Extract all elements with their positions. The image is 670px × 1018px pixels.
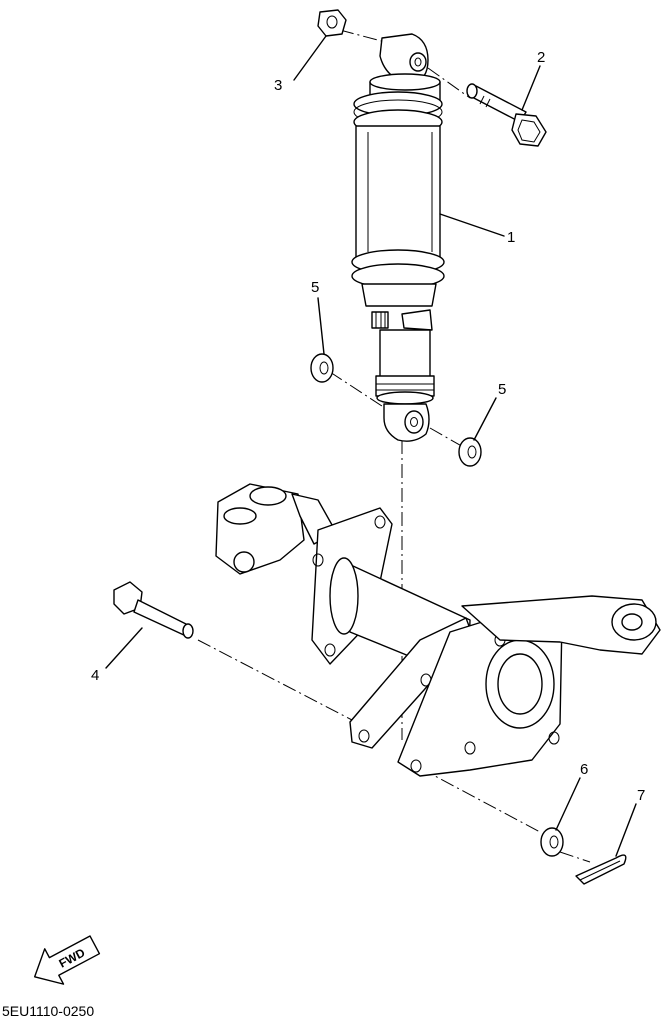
callout-1: 1 xyxy=(507,229,515,246)
callout-5-upper: 5 xyxy=(311,279,319,296)
diagram-code: 5EU1110-0250 xyxy=(2,1003,94,1018)
callout-5-lower: 5 xyxy=(498,381,506,398)
lower-mount-bolt xyxy=(113,581,194,639)
washer-lower-right xyxy=(458,437,482,467)
callout-7: 7 xyxy=(637,787,645,804)
lower-washer xyxy=(540,827,564,857)
callout-4: 4 xyxy=(91,667,99,684)
fwd-arrow-icon: FWD xyxy=(33,935,101,985)
upper-washer xyxy=(317,9,347,37)
leader-lines xyxy=(105,35,637,857)
upper-mount-bolt xyxy=(466,83,547,147)
callout-6: 6 xyxy=(580,761,588,778)
callout-3: 3 xyxy=(274,77,282,94)
rear-shock-absorber xyxy=(351,33,445,442)
callout-2: 2 xyxy=(537,49,545,66)
cotter-pin xyxy=(575,854,627,885)
callout-labels: 1 2 3 4 5 5 6 7 xyxy=(91,49,645,804)
washer-upper-left xyxy=(310,353,334,383)
swingarm-assembly xyxy=(215,483,661,777)
